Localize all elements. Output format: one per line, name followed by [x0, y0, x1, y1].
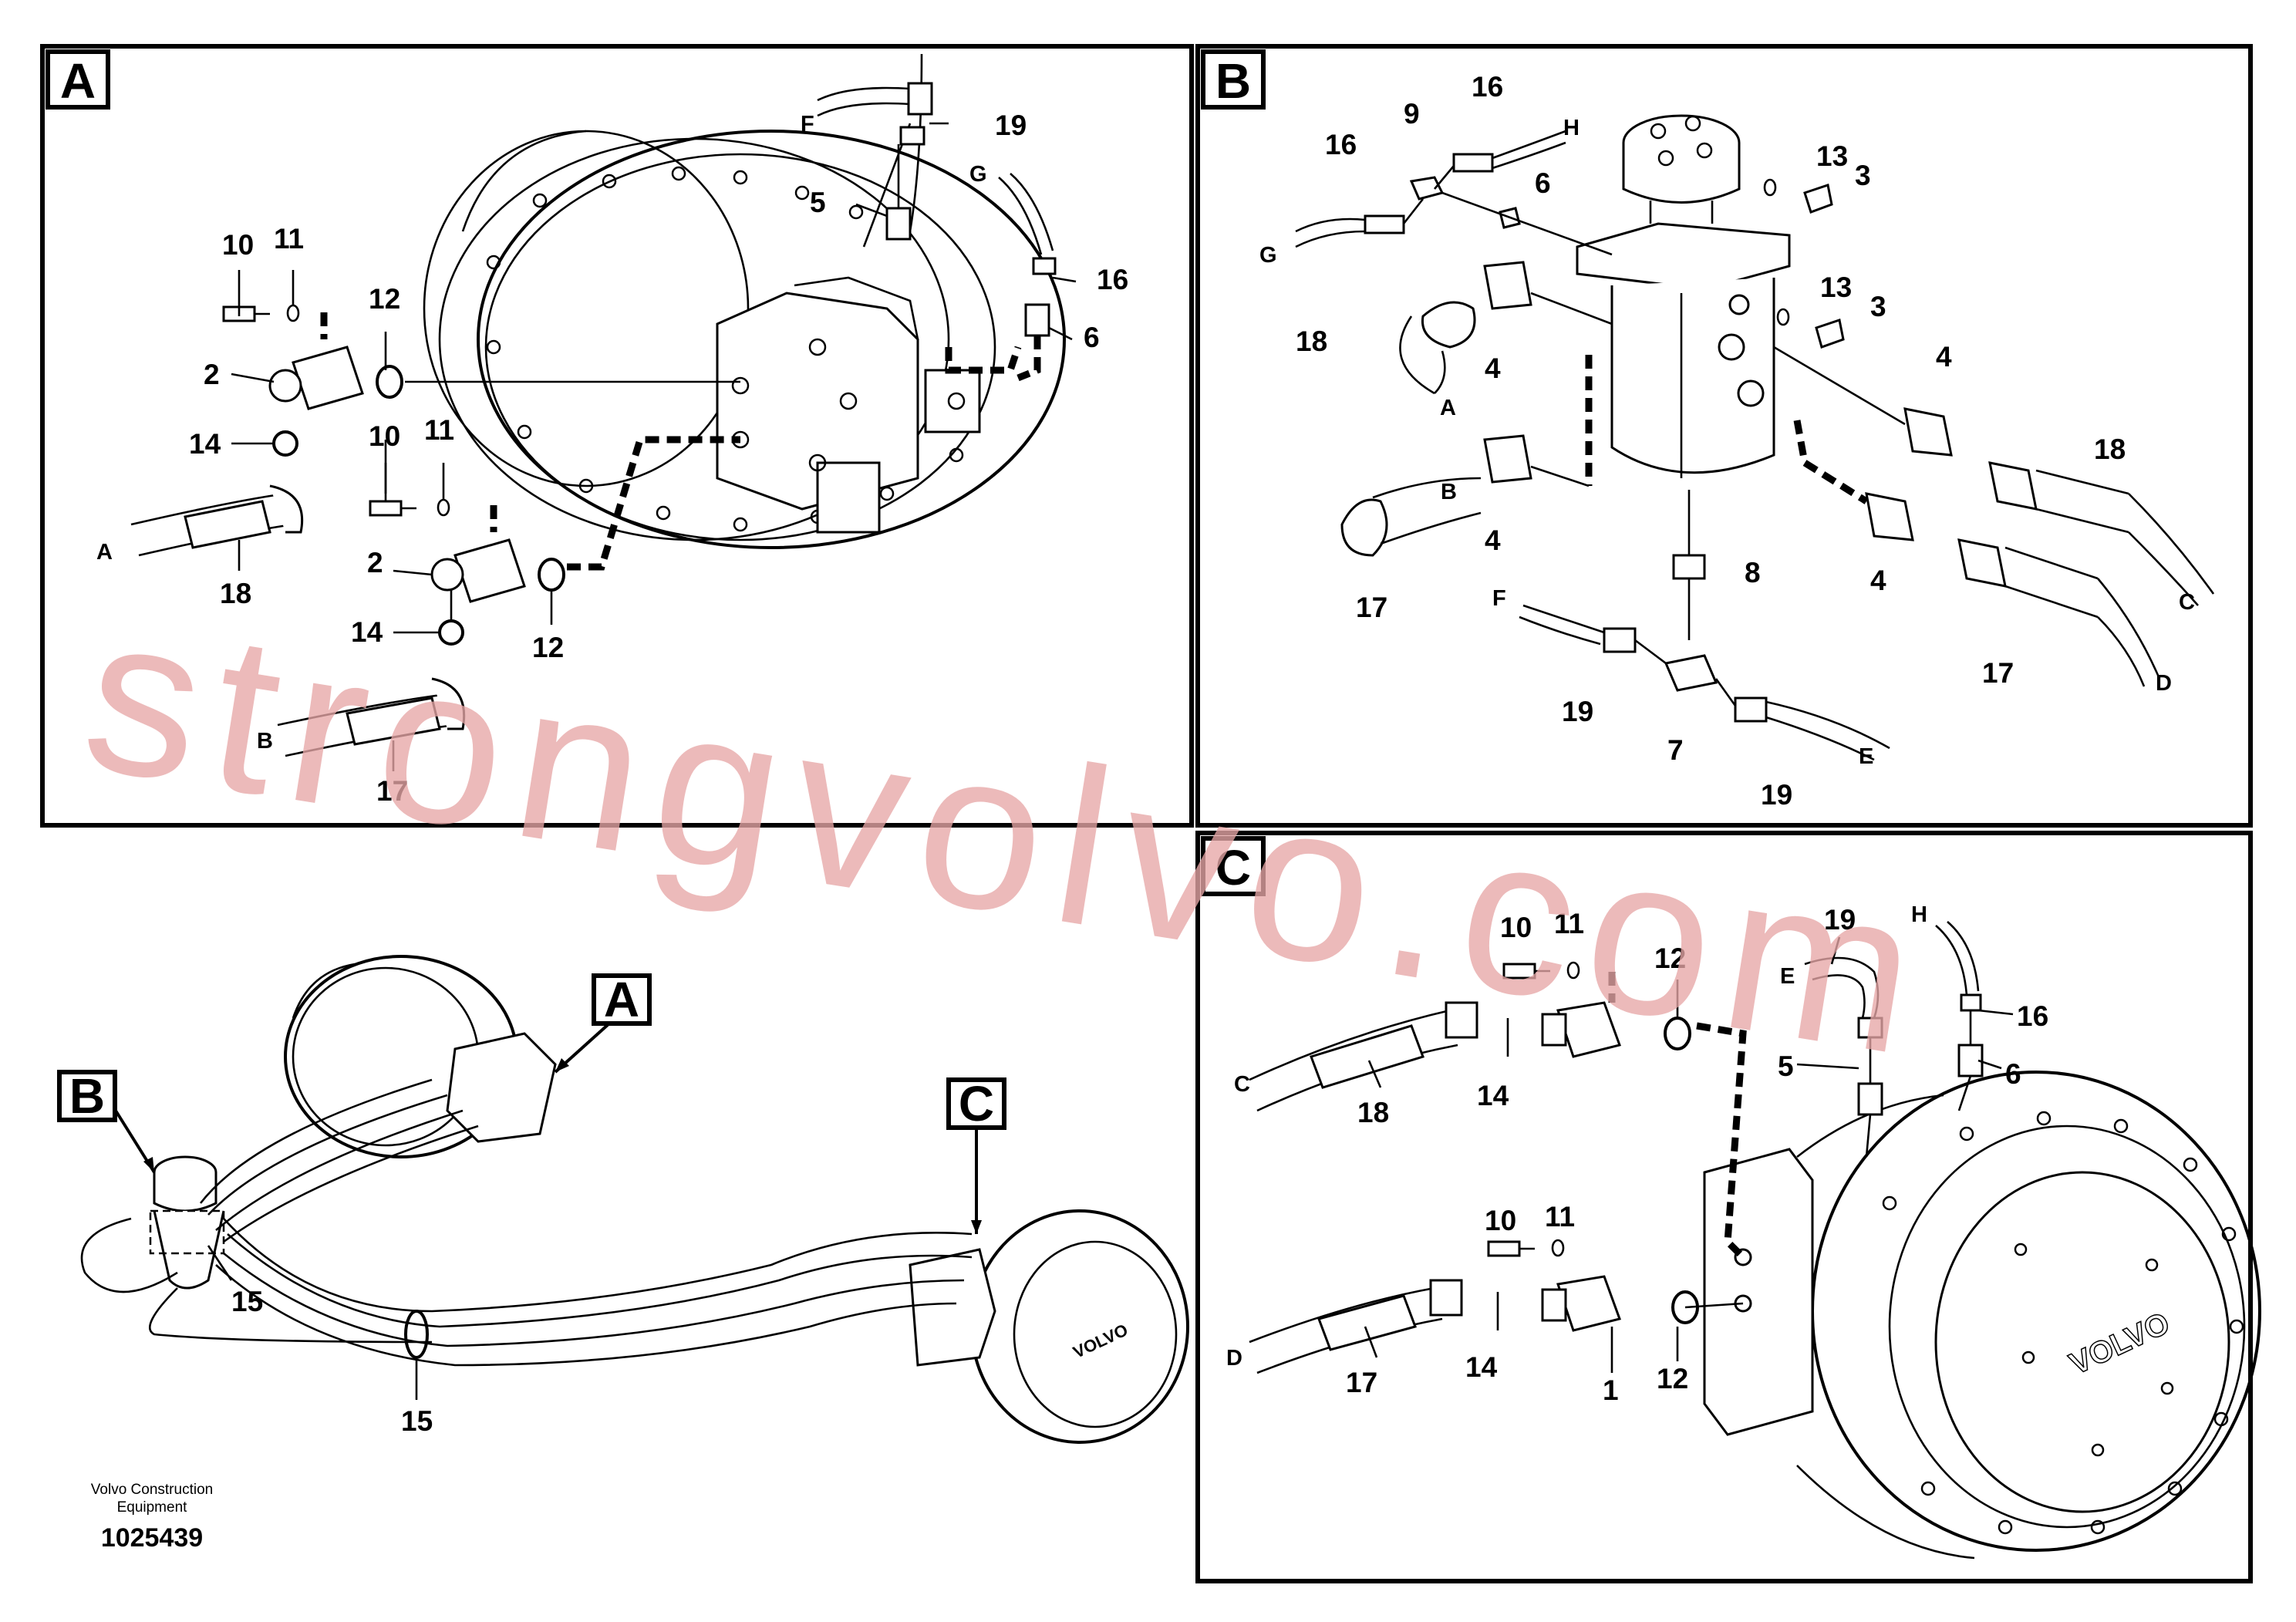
letter-a-G: G	[969, 162, 987, 187]
callout-a-11: 11	[274, 223, 304, 255]
callout-a-10b: 10	[369, 420, 400, 452]
callout-a-10: 10	[222, 229, 254, 261]
callout-c-1: 1	[1603, 1374, 1619, 1406]
overview-box-a	[592, 973, 652, 1026]
callout-a-2b: 2	[367, 547, 383, 578]
overview-box-b	[57, 1070, 117, 1122]
callout-a-5: 5	[810, 187, 826, 218]
callout-c-16: 16	[2017, 1000, 2048, 1032]
callout-a-17: 17	[376, 775, 408, 807]
callout-c-11b: 11	[1545, 1201, 1575, 1233]
footer-company-line1: Volvo Construction	[91, 1482, 213, 1498]
callout-a-6: 6	[1084, 322, 1100, 353]
callout-b-13b: 13	[1820, 271, 1852, 303]
watermark: strongvolvo.com	[70, 566, 1947, 1105]
callout-c-14: 14	[1477, 1080, 1509, 1111]
callout-c-10b: 10	[1485, 1205, 1516, 1236]
letter-b-B: B	[1441, 480, 1457, 504]
callout-c-5: 5	[1778, 1050, 1794, 1082]
callout-b-6: 6	[1535, 167, 1551, 199]
callout-b-4d: 4	[1870, 565, 1886, 596]
callout-overview-15a: 15	[231, 1286, 263, 1317]
letter-b-E: E	[1859, 744, 1873, 769]
callout-b-9: 9	[1404, 98, 1420, 130]
callout-b-18: 18	[1296, 325, 1327, 357]
callout-c-12b: 12	[1657, 1363, 1688, 1394]
panel-c-frame	[1195, 831, 2253, 1583]
callout-b-3: 3	[1855, 160, 1871, 191]
overview-drawing: VOLVO A B C 15 15	[57, 955, 1189, 1444]
letter-b-H: H	[1563, 116, 1580, 140]
callout-b-18b: 18	[2094, 433, 2126, 465]
letter-b-C: C	[2179, 590, 2195, 615]
callout-b-3b: 3	[1870, 291, 1886, 322]
svg-text:B: B	[1215, 53, 1251, 109]
callout-c-11: 11	[1554, 908, 1584, 939]
callout-c-6: 6	[2005, 1058, 2021, 1090]
callout-a-19: 19	[995, 110, 1027, 141]
footer-company-line2: Equipment	[117, 1499, 188, 1516]
callout-b-4b: 4	[1485, 524, 1501, 556]
callout-a-12: 12	[369, 283, 400, 315]
drawing-number: 1025439	[101, 1523, 203, 1553]
letter-c-D: D	[1226, 1346, 1242, 1371]
callout-a-14b: 14	[351, 616, 383, 648]
callout-a-18: 18	[220, 578, 251, 609]
callout-c-18: 18	[1357, 1097, 1389, 1128]
callout-b-19: 19	[1562, 696, 1593, 727]
callout-b-17b: 17	[1982, 657, 2014, 689]
callout-c-19: 19	[1824, 904, 1856, 936]
callout-b-13: 13	[1816, 140, 1848, 172]
footer: Volvo Construction Equipment 1025439	[91, 1482, 213, 1553]
callout-b-4: 4	[1485, 352, 1501, 384]
panel-b-drawing	[1295, 114, 2215, 761]
callout-b-7: 7	[1667, 734, 1684, 766]
panel-a-frame	[40, 44, 1194, 828]
letter-b-F: F	[1492, 586, 1506, 611]
panel-c-drawing: VOLVO	[1249, 921, 2261, 1560]
callout-a-12b: 12	[532, 632, 564, 663]
callout-b-16: 16	[1472, 71, 1503, 103]
callout-c-10: 10	[1500, 912, 1532, 943]
letter-b-A: A	[1440, 396, 1456, 420]
callout-b-4c: 4	[1936, 341, 1952, 373]
svg-text:VOLVO: VOLVO	[1070, 1320, 1131, 1362]
callout-a-11b: 11	[424, 414, 454, 446]
letter-b-G: G	[1259, 243, 1277, 268]
callout-c-14b: 14	[1465, 1351, 1498, 1383]
svg-text:strongvolvo.com: strongvolvo.com	[70, 566, 1947, 1105]
callout-b-19b: 19	[1761, 779, 1792, 811]
callout-b-17: 17	[1356, 592, 1387, 623]
svg-text:B: B	[69, 1068, 105, 1124]
letter-a-A: A	[96, 540, 113, 565]
panel-c-label: C	[1201, 836, 1266, 896]
panel-c-callouts: 10 11 12 19 16 5 6 14 18 10 11 17 14 1 1…	[1226, 902, 2048, 1406]
callout-c-12: 12	[1654, 943, 1686, 974]
callout-b-8: 8	[1745, 557, 1761, 588]
svg-text:C: C	[959, 1076, 994, 1131]
panel-a-drawing	[130, 53, 1077, 771]
panel-b-callouts: 16 9 16 6 13 3 13 3 18 4 4 18 4 4 17 8 1…	[1259, 71, 2195, 811]
panel-b-frame	[1195, 44, 2253, 828]
letter-c-E: E	[1780, 964, 1795, 989]
panel-a-callouts: 19 5 16 6 10 11 12 2 14 18 10 11 2 14 12…	[96, 110, 1128, 807]
svg-text:A: A	[604, 972, 639, 1027]
svg-text:A: A	[60, 53, 96, 109]
callout-a-2: 2	[204, 359, 220, 390]
svg-text:C: C	[1215, 840, 1251, 895]
letter-a-B: B	[257, 729, 273, 754]
callout-b-16b: 16	[1325, 129, 1357, 160]
panel-b-label: B	[1201, 49, 1266, 110]
panel-a-label: A	[46, 49, 110, 110]
callout-overview-15b: 15	[401, 1405, 433, 1437]
letter-a-F: F	[801, 112, 814, 137]
callout-a-16: 16	[1097, 264, 1128, 295]
letter-b-D: D	[2156, 671, 2172, 696]
callout-c-17: 17	[1346, 1367, 1377, 1398]
callout-a-14: 14	[189, 428, 221, 460]
letter-c-H: H	[1911, 902, 1927, 927]
letter-c-C: C	[1234, 1072, 1250, 1097]
